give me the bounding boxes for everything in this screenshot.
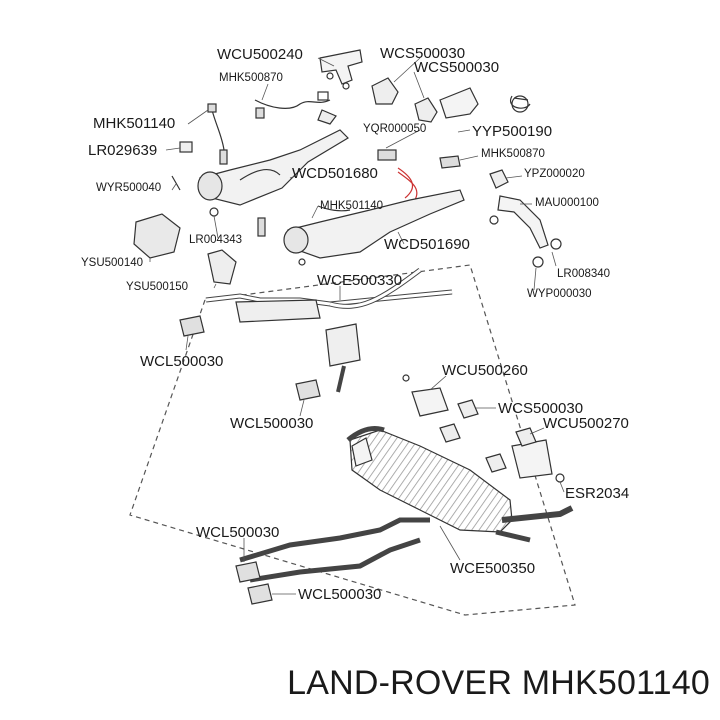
catalytic-converter-upper: [199, 129, 349, 206]
sensor-mhk501140-mid: [317, 205, 351, 212]
label-wce500350: WCE500350: [450, 560, 536, 577]
rubber-mount-right-1: [457, 399, 479, 419]
catalytic-converter-lower: [287, 189, 465, 259]
label-wcl500030-b: WCL500030: [230, 415, 314, 432]
tailpipe-1: [501, 505, 574, 523]
label-lr004343: LR004343: [189, 234, 243, 246]
rubber-mount-right-2: [439, 423, 461, 443]
rubber-mount-top: [371, 77, 399, 105]
tailpipe-2: [495, 529, 531, 543]
label-wcd501680: WCD501680: [292, 165, 378, 182]
label-wce500330: WCE500330: [317, 272, 403, 289]
o2-sensor-mid: [397, 167, 414, 199]
label-wcu500260: WCU500260: [442, 362, 528, 379]
label-mhk500870-mid: MHK500870: [481, 148, 545, 160]
clamp-wcl500030-b: [295, 379, 321, 401]
bracket-wcu500260: [411, 387, 449, 417]
label-lr029639: LR029639: [88, 142, 158, 159]
clamp-wcl500030-c: [235, 561, 261, 583]
resonator-box: [325, 323, 361, 367]
label-wcs500030-top: WCS500030: [380, 45, 466, 62]
label-esr2034: ESR2034: [565, 485, 630, 502]
heat-shield-bracket: [133, 213, 181, 259]
label-mhk500870-top: MHK500870: [219, 72, 283, 84]
label-wcs500030-top2: WCS500030: [414, 59, 500, 76]
rubber-mount-top-2: [414, 97, 438, 123]
label-ypz000020: YPZ000020: [524, 168, 585, 180]
brand-part-number: LAND-ROVER MHK501140: [287, 664, 710, 702]
rubber-mount-right-4: [485, 453, 507, 473]
label-wcl500030-d: WCL500030: [298, 586, 382, 603]
bracket-wcu500270: [511, 439, 553, 479]
dashed-frame: [129, 264, 576, 616]
label-wyr500040: WYR500040: [96, 182, 162, 194]
rear-muffler: [349, 429, 513, 533]
sensor-mhk501140-left: [211, 109, 225, 151]
ypz-bracket: [489, 169, 509, 189]
label-wyp000030: WYP000030: [527, 288, 592, 300]
bracket-wcu500240: [319, 49, 363, 85]
label-wcd501690: WCD501690: [384, 236, 470, 253]
label-wcl500030-a: WCL500030: [140, 353, 224, 370]
label-mhk501140-mid: MHK501140: [320, 200, 384, 212]
label-lr008340: LR008340: [557, 268, 611, 280]
label-wcu500270: WCU500270: [543, 415, 629, 432]
rear-pipe-wce500350: [239, 517, 430, 563]
bracket-mau000100: [497, 195, 549, 249]
clamp-wcl500030-a: [179, 315, 205, 337]
clamp-wcl500030-d: [247, 583, 273, 605]
hanger-bracket: [439, 87, 479, 119]
center-silencer: [235, 299, 321, 323]
label-wcs500030-right: WCS500030: [498, 400, 584, 417]
label-wcl500030-c: WCL500030: [196, 524, 280, 541]
label-wcu500240: WCU500240: [217, 46, 303, 63]
o2-sensor-top: [254, 99, 331, 109]
label-yyp500190: YYP500190: [472, 123, 553, 140]
label-ysu500140: YSU500140: [81, 257, 144, 269]
mount-ysu500150: [207, 249, 237, 285]
rubber-mount-right-3: [515, 427, 537, 447]
label-mhk501140-left: MHK501140: [93, 115, 176, 132]
label-yqr000050: YQR000050: [363, 123, 427, 135]
label-mau000100: MAU000100: [535, 197, 599, 209]
label-ysu500150: YSU500150: [126, 281, 189, 293]
